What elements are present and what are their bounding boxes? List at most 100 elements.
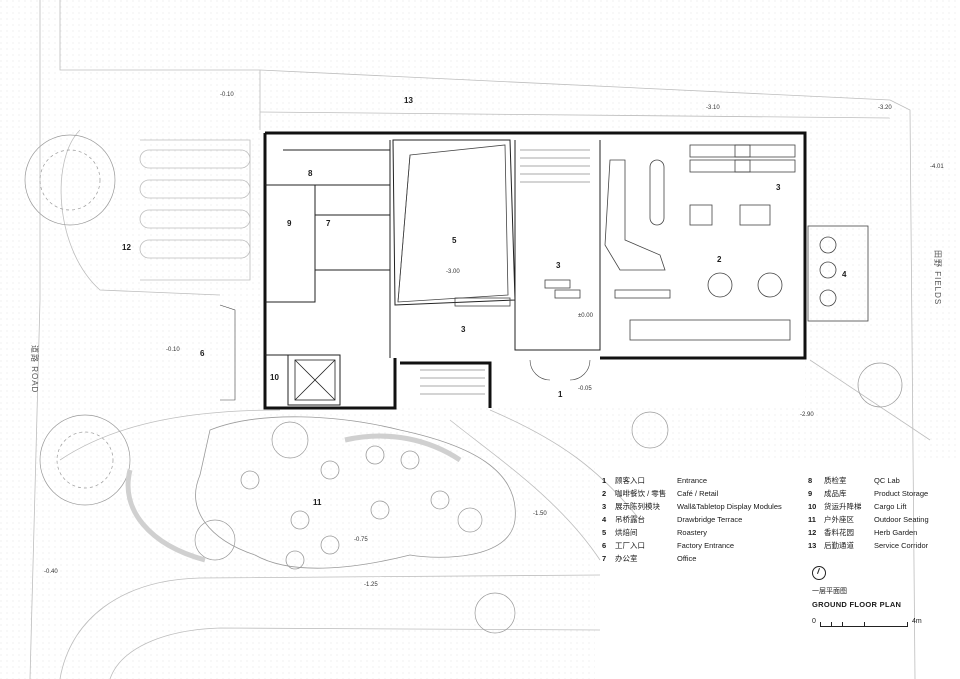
herb-garden-beds	[139, 149, 251, 259]
legend-zh: 咖啡餐饮 / 零售	[615, 489, 667, 498]
legend-zh: 工厂入口	[615, 541, 645, 550]
scale-tick	[842, 622, 843, 626]
legend-zh: 顾客入口	[615, 476, 645, 485]
level-marker: -0.05	[578, 386, 592, 392]
legend-number: 5	[602, 528, 607, 537]
scale-end-label: 4m	[912, 618, 922, 625]
legend-number: 2	[602, 489, 607, 498]
legend-en: Herb Garden	[874, 528, 918, 537]
plan-title-en: GROUND FLOOR PLAN	[812, 600, 902, 609]
legend-en: Wall&Tabletop Display Modules	[677, 502, 782, 511]
level-marker: -1.50	[533, 511, 547, 517]
room-label-13: 13	[404, 96, 413, 105]
site-lines	[29, 0, 931, 679]
legend-item: 7 办公室 Office	[602, 552, 802, 565]
level-marker: -3.20	[878, 105, 892, 111]
legend-zh: 吊桥露台	[615, 515, 645, 524]
room-label-2: 2	[717, 255, 722, 264]
legend-en: Product Storage	[874, 489, 929, 498]
legend-en: QC Lab	[874, 476, 900, 485]
legend-item: 11 户外座区 Outdoor Seating	[808, 513, 942, 526]
legend-en: Outdoor Seating	[874, 515, 929, 524]
roastery-equipment	[397, 144, 511, 307]
level-marker: -3.00	[446, 269, 460, 275]
room-label-9: 9	[287, 219, 292, 228]
legend-zh: 香料花园	[824, 528, 854, 537]
legend-item: 1 顾客入口 Entrance	[602, 474, 802, 487]
legend-item: 4 吊桥露台 Drawbridge Terrace	[602, 513, 802, 526]
entrance-doors	[219, 304, 591, 401]
level-marker: -3.10	[706, 105, 720, 111]
level-marker: -0.75	[354, 537, 368, 543]
legend-zh: 质检室	[824, 476, 847, 485]
room-label-3b: 3	[461, 325, 466, 334]
legend-en: Roastery	[677, 528, 708, 537]
trees	[24, 134, 903, 634]
legend-zh: 后勤通道	[824, 541, 854, 550]
legend-number: 8	[808, 476, 813, 485]
legend-item: 6 工厂入口 Factory Entrance	[602, 539, 802, 552]
legend-item: 9 成品库 Product Storage	[808, 487, 942, 500]
legend-en: Office	[677, 554, 697, 563]
scale-start-label: 0	[812, 618, 816, 625]
room-label-4: 4	[842, 270, 847, 279]
scale-tick	[831, 622, 832, 626]
legend-background	[595, 460, 960, 679]
legend-en: Drawbridge Terrace	[677, 515, 743, 524]
room-label-10: 10	[270, 373, 279, 382]
legend-item: 3 展示陈列模块 Wall&Tabletop Display Modules	[602, 500, 802, 513]
room-label-7: 7	[326, 219, 331, 228]
room-label-5: 5	[452, 236, 457, 245]
legend-zh: 货运升降梯	[824, 502, 862, 511]
legend-number: 4	[602, 515, 607, 524]
legend-number: 3	[602, 502, 607, 511]
scale-tick	[907, 622, 908, 626]
level-marker: -0.10	[220, 92, 234, 98]
level-marker: -0.40	[44, 569, 58, 575]
road-label: 道路 ROAD	[30, 345, 40, 393]
outdoor-seating-area	[125, 416, 516, 570]
room-label-1: 1	[558, 390, 563, 399]
legend-number: 12	[808, 528, 817, 537]
legend-item: 13 后勤通道 Service Corridor	[808, 539, 942, 552]
room-label-3c: 3	[776, 183, 781, 192]
legend-zh: 展示陈列模块	[615, 502, 660, 511]
legend-item: 8 质检室 QC Lab	[808, 474, 942, 487]
stairs	[420, 149, 590, 395]
legend-en: Service Corridor	[874, 541, 929, 550]
legend-number: 9	[808, 489, 813, 498]
drawbridge-terrace	[807, 225, 869, 322]
room-label-8: 8	[308, 169, 313, 178]
level-marker: -2.90	[800, 412, 814, 418]
legend-zh: 办公室	[615, 554, 638, 563]
scale-tick	[820, 622, 821, 626]
legend-item: 12 香料花园 Herb Garden	[808, 526, 942, 539]
fields-label: 田野 FIELDS	[933, 250, 942, 305]
legend-number: 6	[602, 541, 607, 550]
interior-walls	[265, 139, 601, 406]
building-walls	[263, 131, 807, 410]
legend-en: Factory Entrance	[677, 541, 735, 550]
legend-item: 5 烘焙间 Roastery	[602, 526, 802, 539]
legend-zh: 户外座区	[824, 515, 854, 524]
north-arrow-icon	[812, 566, 826, 580]
legend-number: 7	[602, 554, 607, 563]
legend-number: 11	[808, 515, 816, 524]
legend-zh: 烘焙间	[615, 528, 638, 537]
legend-number: 13	[808, 541, 817, 550]
legend-en: Entrance	[677, 476, 708, 485]
level-marker: -1.25	[364, 582, 378, 588]
cafe-furniture	[544, 144, 796, 341]
level-marker: ±0.00	[578, 313, 594, 319]
room-label-12: 12	[122, 243, 131, 252]
legend-number: 1	[602, 476, 607, 485]
legend-zh: 成品库	[824, 489, 847, 498]
level-marker: -0.10	[166, 347, 180, 353]
room-label-11: 11	[313, 498, 322, 507]
scale-tick	[864, 622, 865, 626]
